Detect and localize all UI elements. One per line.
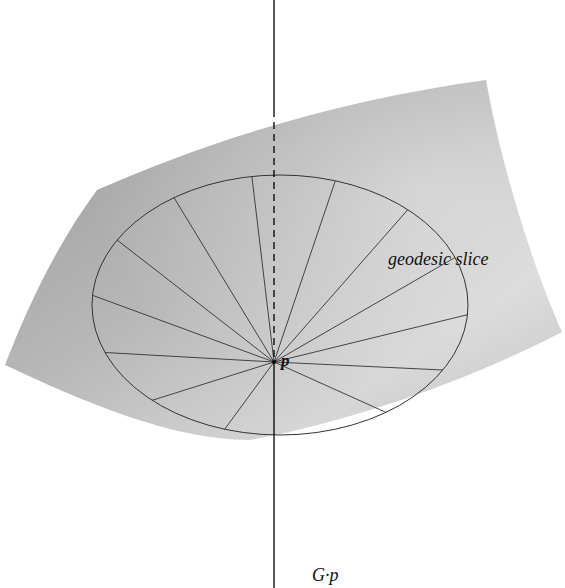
geodesic-ray <box>274 181 335 362</box>
geodesic-ray <box>105 353 274 363</box>
orbit-line <box>273 0 274 110</box>
geodesic-ray <box>174 198 274 362</box>
geodesic-ray <box>225 362 274 429</box>
point-label: p <box>281 352 290 369</box>
geodesic-ray <box>152 362 274 400</box>
geodesic-ray <box>252 177 274 363</box>
geodesic-circle <box>92 175 468 435</box>
curved-surface <box>5 80 562 440</box>
geodesic-ray <box>117 240 274 362</box>
orbit-line <box>273 362 274 588</box>
orbit-line-hidden <box>273 110 274 362</box>
orbit-label: G·p <box>312 566 339 584</box>
geodesic-ray <box>93 295 275 362</box>
geodesic-ray <box>274 362 386 412</box>
geodesic-ray <box>274 315 468 362</box>
surface-sheen <box>5 80 562 440</box>
geodesic-rays <box>93 177 468 430</box>
geodesic-ray <box>274 362 443 370</box>
point <box>272 360 276 364</box>
region-label: geodesic slice <box>388 250 488 268</box>
geodesic-ray <box>274 210 408 362</box>
geodesic-ray <box>274 258 455 363</box>
